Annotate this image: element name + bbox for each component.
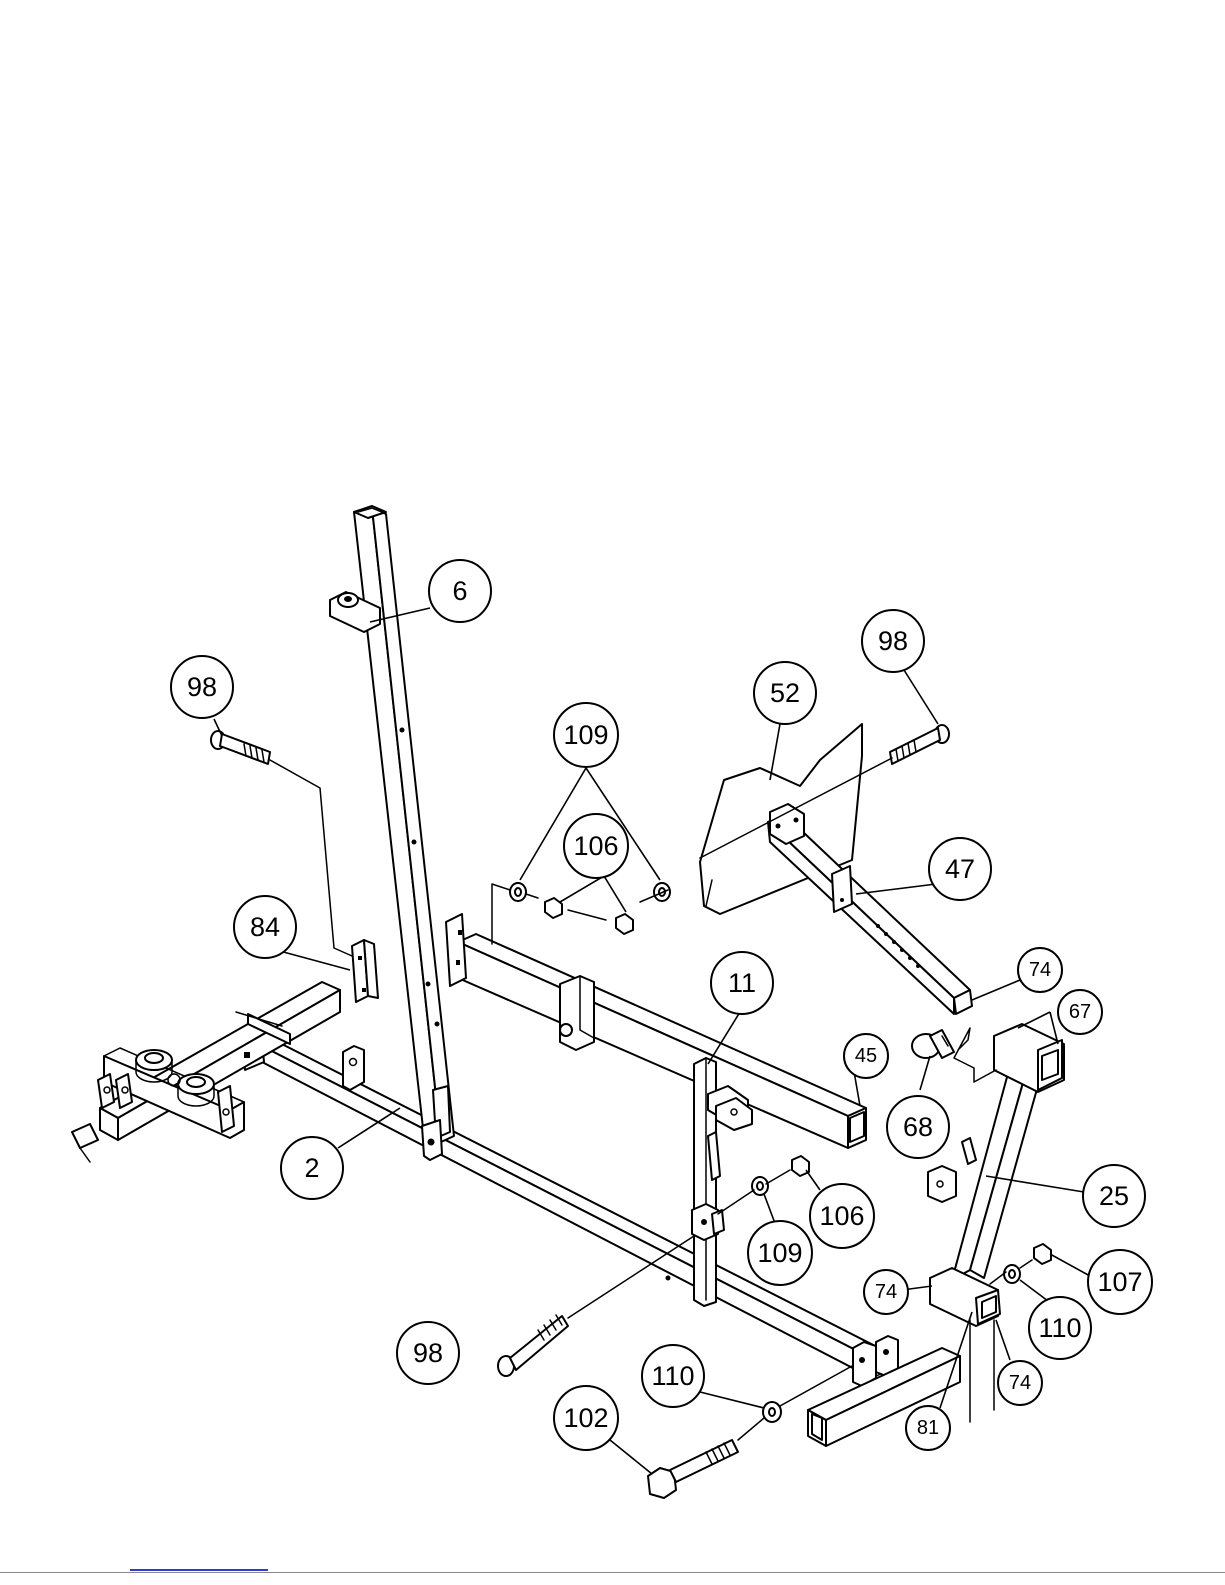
callout-25-label: 25: [1099, 1181, 1129, 1211]
callout-25: 25: [1083, 1165, 1145, 1227]
callout-74: 74: [1018, 948, 1062, 992]
callout-6: 6: [429, 560, 491, 622]
callout-74: 74: [864, 1270, 908, 1314]
callout-47: 47: [929, 838, 991, 900]
callout-67: 67: [1058, 990, 1102, 1034]
callout-74: 74: [998, 1361, 1042, 1405]
callout-109: 109: [554, 703, 618, 767]
callout-106-label: 106: [573, 831, 618, 861]
callout-109: 109: [748, 1221, 812, 1285]
callout-109-label: 109: [757, 1238, 802, 1268]
callout-106-label: 106: [819, 1201, 864, 1231]
callout-102-label: 102: [563, 1403, 608, 1433]
footer-link-underline: [130, 1569, 268, 1571]
bolt-98-left: [211, 731, 270, 764]
callout-110: 110: [642, 1345, 704, 1407]
part-68-knob: [912, 1030, 954, 1058]
footer-rule: [0, 1572, 1225, 1573]
callout-110-label: 110: [651, 1361, 694, 1391]
callout-74-label: 74: [875, 1281, 897, 1303]
callout-11: 11: [711, 952, 773, 1014]
callout-68: 68: [887, 1096, 949, 1158]
callout-74-label: 74: [1029, 959, 1051, 981]
callout-52: 52: [754, 662, 816, 724]
callout-45-label: 45: [855, 1045, 877, 1067]
callout-106: 106: [564, 814, 628, 878]
callout-11-label: 11: [728, 968, 756, 998]
callout-84-label: 84: [250, 912, 280, 942]
callout-2: 2: [281, 1137, 343, 1199]
callout-107-label: 107: [1097, 1267, 1142, 1297]
callout-74-label: 74: [1009, 1372, 1031, 1394]
callout-98-label: 98: [187, 672, 217, 702]
callout-81-label: 81: [917, 1417, 939, 1439]
callout-2-label: 2: [304, 1153, 319, 1183]
callout-110-label: 110: [1038, 1313, 1081, 1343]
callout-45: 45: [844, 1034, 888, 1078]
callout-84: 84: [234, 896, 296, 958]
callout-98: 98: [171, 656, 233, 718]
part-45-arm: [446, 914, 866, 1148]
bolt-102: [648, 1440, 738, 1498]
callout-102: 102: [554, 1386, 618, 1450]
callout-67-label: 67: [1069, 1001, 1091, 1023]
callout-81: 81: [906, 1406, 950, 1450]
callout-52-label: 52: [770, 678, 800, 708]
callout-47-label: 47: [945, 854, 975, 884]
callout-68-label: 68: [903, 1112, 933, 1142]
callout-98: 98: [862, 610, 924, 672]
part-84-bracket: [352, 940, 378, 1002]
callout-6-label: 6: [452, 576, 467, 606]
bolt-98-bottom: [498, 1315, 568, 1376]
callout-98: 98: [397, 1322, 459, 1384]
callout-110: 110: [1029, 1297, 1091, 1359]
bolt-98-right: [890, 725, 949, 764]
callout-107: 107: [1088, 1250, 1152, 1314]
callout-98-label: 98: [413, 1338, 443, 1368]
part-47-tube: [768, 804, 972, 1014]
callout-109-label: 109: [563, 720, 608, 750]
callout-98-label: 98: [878, 626, 908, 656]
callout-106: 106: [810, 1184, 874, 1248]
